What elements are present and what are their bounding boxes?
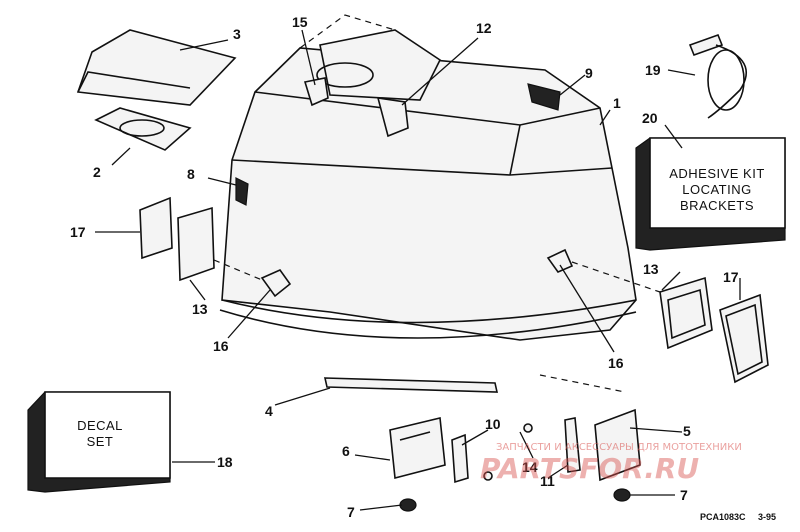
callout-10: 10	[485, 416, 501, 432]
callout-7-left: 7	[347, 504, 355, 520]
rear-bracket-12	[376, 97, 409, 138]
callout-19: 19	[645, 62, 661, 78]
adhesive-kit-label-line3: BRACKETS	[680, 198, 754, 213]
adhesive-kit-box: ADHESIVE KIT LOCATING BRACKETS	[635, 137, 786, 251]
callout-6: 6	[342, 443, 350, 459]
callout-17-right: 17	[723, 269, 739, 285]
callout-16-left: 16	[213, 338, 229, 354]
leader-lines	[95, 29, 741, 511]
callout-12: 12	[476, 20, 492, 36]
callout-13-left: 13	[192, 301, 208, 317]
grommet-7-left	[399, 498, 417, 512]
lower-seal-strip	[323, 377, 499, 393]
bracket-16-left	[260, 269, 292, 298]
grommet-7-right	[613, 488, 631, 502]
bracket-5	[594, 408, 641, 482]
callout-13-right: 13	[643, 261, 659, 277]
callout-16-right: 16	[608, 355, 624, 371]
callout-8: 8	[187, 166, 195, 182]
callout-14: 14	[522, 459, 538, 475]
bottom-bracket-6	[389, 417, 446, 480]
adhesive-kit-label-line2: LOCATING	[682, 182, 752, 197]
decal-set-label-line2: SET	[87, 434, 114, 449]
callout-18: 18	[217, 454, 233, 470]
callout-labels: 1 2 3 4 5 6 7 7 8 9 10 11 12 13 13 14 15…	[70, 14, 739, 520]
watermark-logo: PARTSFOR.RU	[480, 452, 699, 485]
clip-11	[564, 417, 581, 473]
callout-11: 11	[540, 473, 555, 489]
callout-20: 20	[642, 110, 658, 126]
watermark: ЗАПЧАСТИ И АКСЕССУАРЫ ДЛЯ МОТОТЕХНИКИ PA…	[480, 442, 742, 485]
callout-7-right: 7	[680, 487, 688, 503]
callout-2: 2	[93, 164, 101, 180]
callout-17-left: 17	[70, 224, 86, 240]
callout-5: 5	[683, 423, 691, 439]
pad-17-right	[719, 293, 769, 384]
decal-set-label-line1: DECAL	[77, 418, 123, 433]
drawing-footer: PCA1083C 3-95	[700, 512, 776, 522]
callout-15: 15	[292, 14, 308, 30]
callout-4: 4	[265, 403, 273, 419]
hood-latch	[688, 33, 748, 119]
drawing-date: 3-95	[758, 512, 776, 522]
clip-10	[451, 433, 469, 484]
cover-lid	[76, 29, 237, 106]
callout-3: 3	[233, 26, 241, 42]
rear-bracket-15	[303, 77, 329, 107]
watermark-tagline: ЗАПЧАСТИ И АКСЕССУАРЫ ДЛЯ МОТОТЕХНИКИ	[496, 442, 742, 453]
adhesive-kit-label-line1: ADHESIVE KIT	[669, 166, 765, 181]
decal-set-box: DECAL SET	[27, 391, 171, 493]
motor-cover	[219, 14, 637, 341]
callout-1: 1	[613, 95, 621, 111]
bracket-13-left	[177, 206, 215, 282]
callout-9: 9	[585, 65, 593, 81]
screw-14	[483, 423, 533, 481]
side-pad-8	[235, 177, 249, 206]
pad-17-left	[139, 196, 173, 260]
side-pad-9	[527, 83, 561, 111]
bracket-13-right	[659, 276, 713, 350]
gasket-plate	[94, 107, 192, 151]
bracket-16-right	[546, 248, 574, 273]
drawing-code: PCA1083C	[700, 512, 746, 522]
